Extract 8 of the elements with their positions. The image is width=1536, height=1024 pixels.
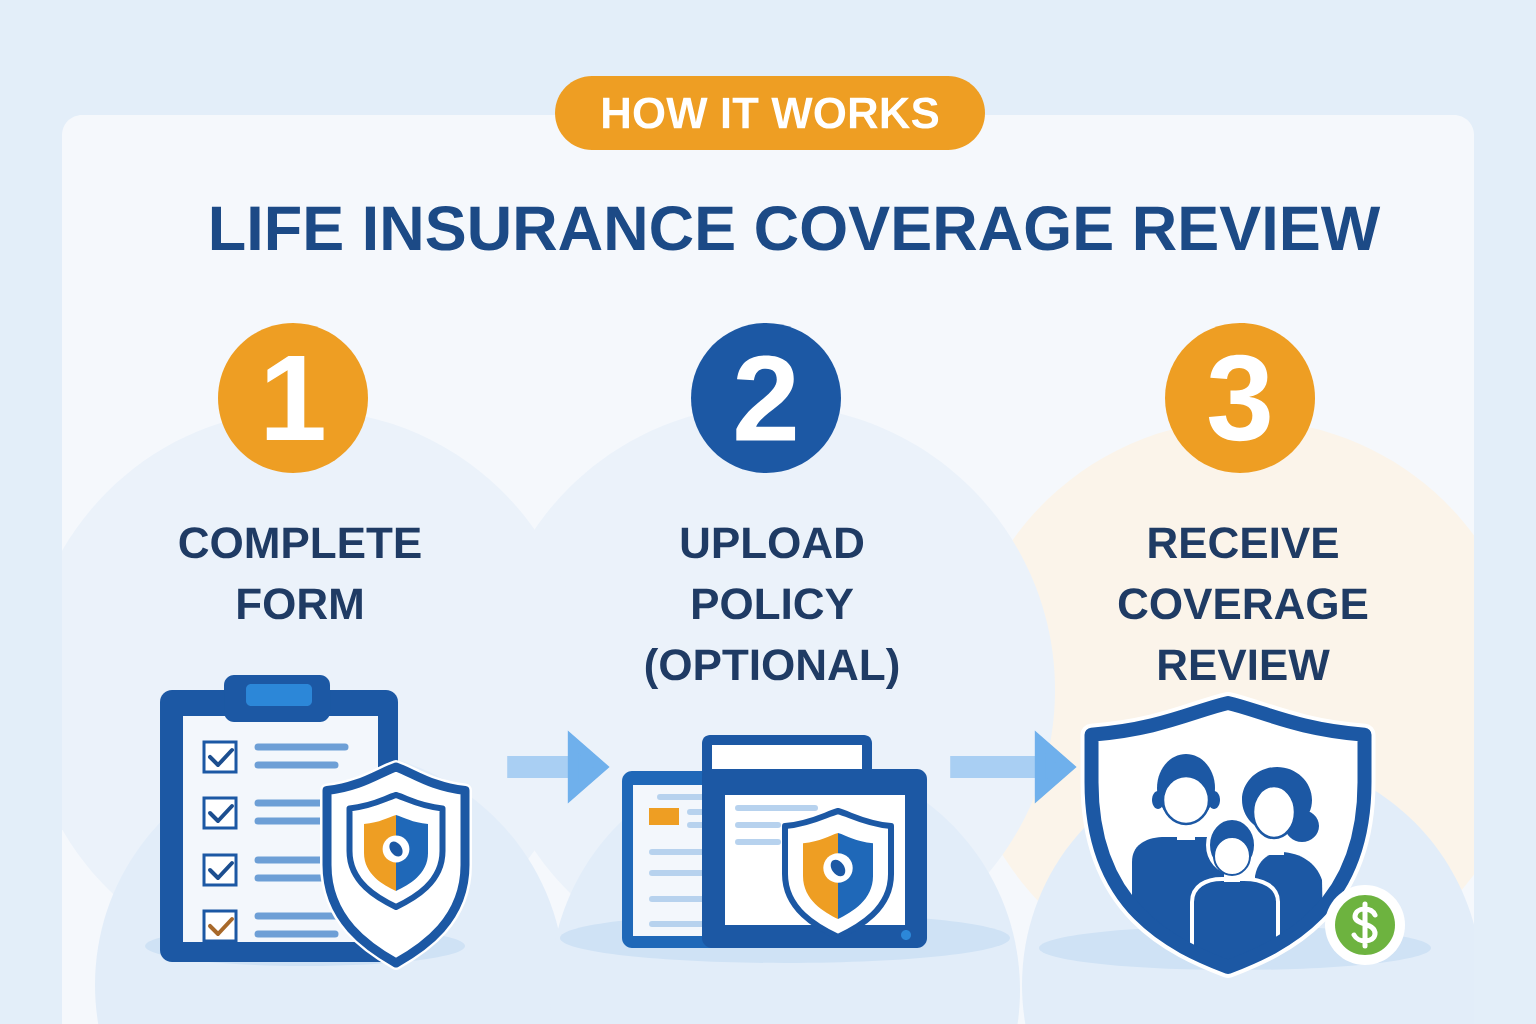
header-badge: HOW IT WORKS (555, 76, 985, 150)
step-label: RECEIVE COVERAGE REVIEW (1118, 527, 1368, 680)
title: LIFE INSURANCE COVERAGE REVIEW (211, 206, 1381, 251)
clipboard-illustration (145, 675, 472, 970)
family-shield-illustration (1039, 692, 1431, 978)
document-illustration (560, 735, 1010, 963)
step-label: UPLOAD POLICY (OPTIONAL) (645, 527, 899, 690)
step-label: COMPLETE FORM (179, 527, 421, 620)
